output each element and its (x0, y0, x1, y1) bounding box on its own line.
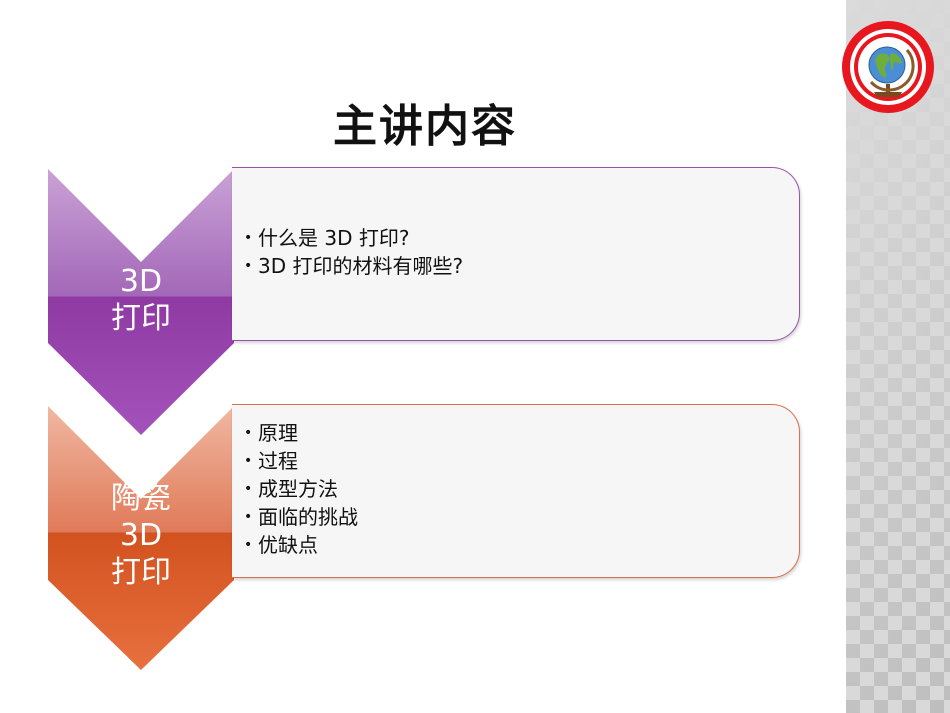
section-label-line: 3D (119, 518, 163, 553)
bullet-dot-icon: • (244, 258, 253, 274)
bullet-text: 过程 (258, 449, 298, 473)
slide-title: 主讲内容 (333, 101, 517, 152)
section-label: 陶瓷 3D 打印 (46, 480, 236, 591)
bullet-text: 面临的挑战 (258, 505, 358, 529)
section-label-line: 陶瓷 (111, 481, 171, 516)
section-label-line: 3D (119, 264, 163, 299)
section-label: 3D 打印 (46, 263, 236, 337)
section-content-ceramic-3d-printing: • 原理 • 过程 • 成型方法 • 面临的挑战 • 优缺点 (232, 404, 800, 578)
bullet-item: • 优缺点 (244, 531, 358, 559)
bullet-text: 原理 (258, 421, 298, 445)
bullet-dot-icon: • (244, 453, 253, 469)
globe-icon (841, 20, 935, 114)
bullet-dot-icon: • (244, 537, 253, 553)
bullet-text: 成型方法 (258, 477, 338, 501)
bullet-text: 3D 打印的材料有哪些? (258, 254, 464, 278)
bullet-dot-icon: • (244, 425, 253, 441)
bullet-text: 优缺点 (258, 533, 318, 557)
bullet-item: • 成型方法 (244, 475, 358, 503)
section-label-line: 打印 (111, 301, 171, 336)
section-label-line: 打印 (111, 555, 171, 590)
bullet-list: • 什么是 3D 打印? • 3D 打印的材料有哪些? (244, 224, 463, 280)
section-chevron-ceramic-3d-printing: 陶瓷 3D 打印 (46, 404, 236, 674)
section-content-3d-printing: • 什么是 3D 打印? • 3D 打印的材料有哪些? (232, 167, 800, 341)
bullet-dot-icon: • (244, 481, 253, 497)
bullet-item: • 面临的挑战 (244, 503, 358, 531)
bullet-text: 什么是 3D 打印? (258, 226, 410, 250)
bullet-dot-icon: • (244, 509, 253, 525)
bullet-item: • 3D 打印的材料有哪些? (244, 252, 463, 280)
side-decoration-strip (846, 0, 950, 713)
bullet-item: • 原理 (244, 419, 358, 447)
bullet-list: • 原理 • 过程 • 成型方法 • 面临的挑战 • 优缺点 (244, 419, 358, 559)
section-chevron-3d-printing: 3D 打印 (46, 167, 236, 437)
bullet-item: • 过程 (244, 447, 358, 475)
bullet-dot-icon: • (244, 230, 253, 246)
bullet-item: • 什么是 3D 打印? (244, 224, 463, 252)
